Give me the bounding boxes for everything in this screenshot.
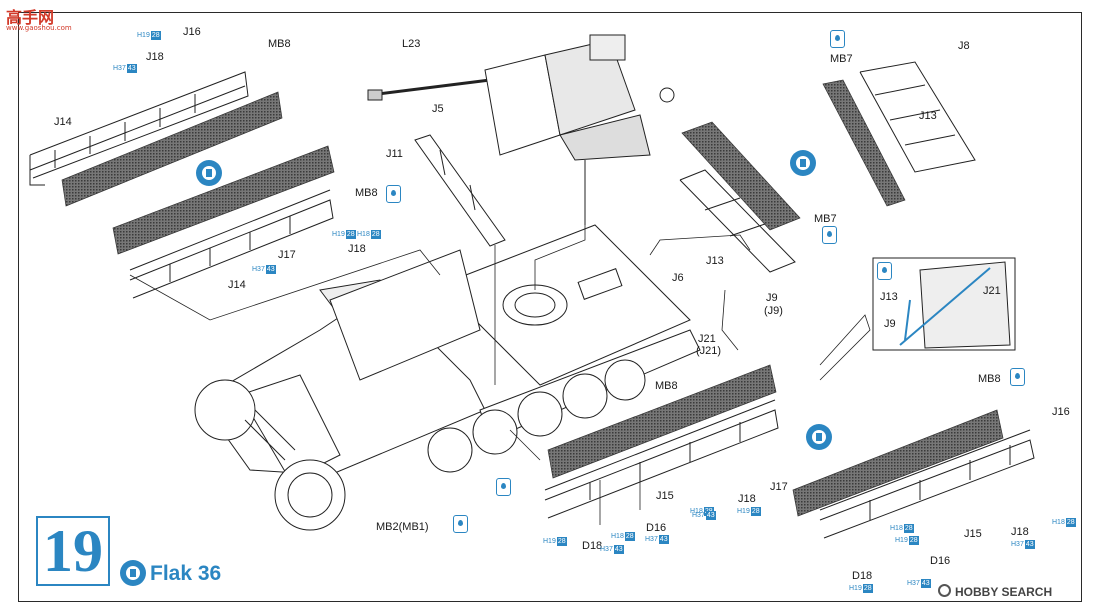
- rail-frame-j13-right: [679, 169, 796, 273]
- label-mb2: MB2(MB1): [376, 521, 429, 533]
- rail-frame-j13-top: [859, 61, 976, 173]
- subassembly-title: Flak 36: [150, 562, 222, 585]
- glue-icon: [830, 30, 845, 48]
- label-j21: J21: [698, 333, 716, 345]
- glue-icon: [453, 515, 468, 533]
- label-j13-inset: J13: [880, 291, 898, 303]
- label-d18-bottom: D18: [582, 540, 603, 552]
- glue-icon: [1010, 368, 1025, 386]
- label-j18-left: J18: [348, 243, 366, 255]
- detail-inset: [872, 257, 1016, 351]
- label-j16-right: J16: [1052, 406, 1070, 418]
- label-mb8-top: MB8: [268, 38, 291, 50]
- label-j9-inset: J9: [884, 318, 896, 330]
- mesh-panel-mb7-right: [681, 121, 801, 231]
- mesh-panel-mb7-top-right: [822, 79, 906, 207]
- glue-icon: [822, 226, 837, 244]
- label-j17-left: J17: [278, 249, 296, 261]
- glue-icon: [877, 262, 892, 280]
- label-j16-top: J16: [183, 26, 201, 38]
- label-j13-right: J13: [706, 255, 724, 267]
- assembly-lines: [129, 225, 871, 525]
- label-j13-top: J13: [919, 110, 937, 122]
- mesh-panel-mb8-bottom: [547, 364, 777, 479]
- mesh-panel-mb8-top-left: [61, 91, 283, 207]
- label-j11: J11: [386, 148, 403, 160]
- label-j18-top: J18: [146, 51, 164, 63]
- label-mb7-top: MB7: [830, 53, 853, 65]
- footer-watermark: HOBBY SEARCH: [955, 585, 1053, 599]
- label-d16-bottom: D16: [646, 522, 667, 534]
- label-j17-bottom: J17: [770, 481, 788, 493]
- watermark-url: www.gaoshou.com: [6, 24, 72, 32]
- label-j8: J8: [958, 40, 970, 52]
- watermark-logo: 高手网: [6, 8, 55, 27]
- label-j6: J6: [672, 272, 684, 284]
- mesh-panel-mb8-left: [112, 145, 335, 255]
- label-j21-paren: (J21): [696, 345, 722, 357]
- flip-over-icon: [806, 424, 832, 450]
- vehicle-hull-j6: [439, 224, 691, 386]
- label-j21-inset: J21: [983, 285, 1001, 297]
- flak-36-gun: [367, 34, 675, 225]
- side-panel-j11: [414, 134, 506, 247]
- label-d18-right: D18: [852, 570, 873, 582]
- hobby-search-logo-icon: [938, 584, 951, 597]
- label-j9-paren: (J9): [764, 305, 783, 317]
- rail-frame-j15-bottom: [544, 399, 779, 519]
- label-j15-right: J15: [964, 528, 982, 540]
- label-mb8-bottom-right: MB8: [978, 373, 1001, 385]
- label-mb8-bottom: MB8: [655, 380, 678, 392]
- label-j14-left: J14: [228, 279, 246, 291]
- halftrack-chassis: [194, 249, 701, 531]
- label-j14-top: J14: [54, 116, 72, 128]
- label-mb8-left: MB8: [355, 187, 378, 199]
- label-j5: J5: [432, 103, 444, 115]
- glue-icon: [386, 185, 401, 203]
- label-mb7-right: MB7: [814, 213, 837, 225]
- flip-over-icon: [790, 150, 816, 176]
- diagram-frame: [18, 12, 1082, 602]
- rail-frame-j14-top: [29, 71, 249, 186]
- glue-icon: [496, 478, 511, 496]
- label-j9: J9: [766, 292, 778, 304]
- rail-frame-j14-left: [129, 189, 334, 299]
- label-j18-right: J18: [1011, 526, 1029, 538]
- label-j15-bottom: J15: [656, 490, 674, 502]
- label-j18-bottom: J18: [738, 493, 756, 505]
- flip-over-icon: [196, 160, 222, 186]
- label-l23: L23: [402, 38, 421, 50]
- label-d16-right: D16: [930, 555, 951, 567]
- flip-over-icon: [120, 560, 146, 586]
- mesh-panel-mb8-bottom-right: [792, 409, 1004, 517]
- step-number: 19: [36, 516, 110, 586]
- rail-frame-j15-bottom-right: [819, 429, 1035, 539]
